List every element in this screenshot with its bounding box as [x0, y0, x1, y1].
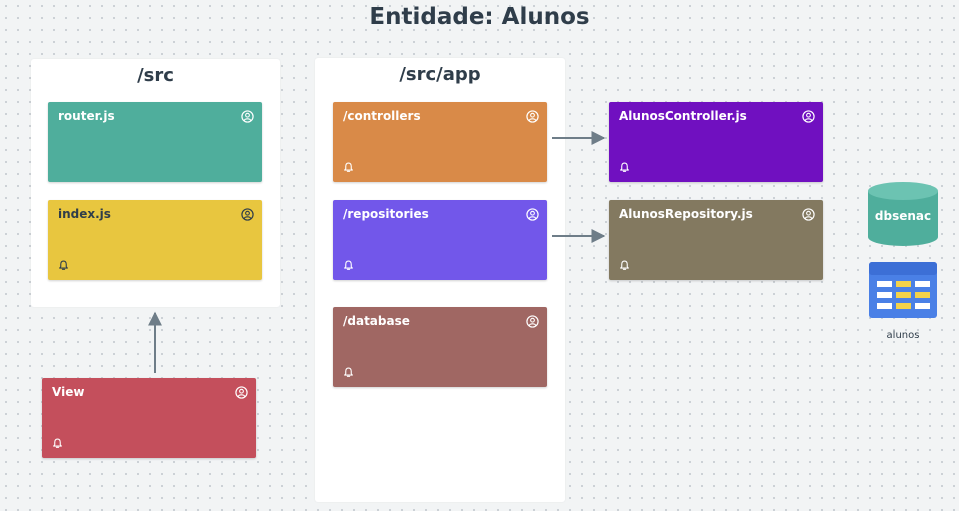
panel-src-title: /src	[137, 65, 174, 86]
bell-icon	[620, 260, 629, 270]
panel-src-app-title: /src/app	[399, 64, 481, 85]
bell-icon	[59, 260, 68, 270]
card-router-label: router.js	[58, 109, 115, 123]
bell-icon	[344, 367, 353, 377]
card-index-label: index.js	[58, 207, 111, 221]
user-icon	[526, 208, 539, 221]
card-controllers-label: /controllers	[343, 109, 421, 123]
card-view-label: View	[52, 385, 85, 399]
user-icon	[802, 208, 815, 221]
cylinder-icon	[868, 182, 938, 246]
table-icon	[869, 262, 937, 318]
user-icon	[526, 110, 539, 123]
bell-icon	[344, 260, 353, 270]
card-alunos-repository-label: AlunosRepository.js	[619, 207, 753, 221]
diagram-title: Entidade: Alunos	[369, 4, 590, 30]
table-node-label: alunos	[886, 330, 920, 341]
card-repositories[interactable]: /repositories	[333, 200, 547, 280]
user-icon	[235, 386, 248, 399]
card-alunos-controller-label: AlunosController.js	[619, 109, 747, 123]
card-database-label: /database	[343, 314, 410, 328]
card-database[interactable]: /database	[333, 307, 547, 387]
card-index[interactable]: index.js	[48, 200, 262, 280]
user-icon	[241, 208, 254, 221]
card-view[interactable]: View	[42, 378, 256, 458]
card-router[interactable]: router.js	[48, 102, 262, 182]
database-node-label: dbsenac	[874, 209, 932, 223]
user-icon	[241, 110, 254, 123]
bell-icon	[53, 438, 62, 448]
bell-icon	[620, 162, 629, 172]
card-repositories-label: /repositories	[343, 207, 429, 221]
user-icon	[526, 315, 539, 328]
canvas-bottom-strip	[0, 511, 959, 515]
user-icon	[802, 110, 815, 123]
database-node[interactable]: dbsenac	[867, 181, 939, 247]
card-controllers[interactable]: /controllers	[333, 102, 547, 182]
table-node[interactable]	[869, 262, 937, 318]
bell-icon	[344, 162, 353, 172]
card-alunos-controller[interactable]: AlunosController.js	[609, 102, 823, 182]
card-alunos-repository[interactable]: AlunosRepository.js	[609, 200, 823, 280]
